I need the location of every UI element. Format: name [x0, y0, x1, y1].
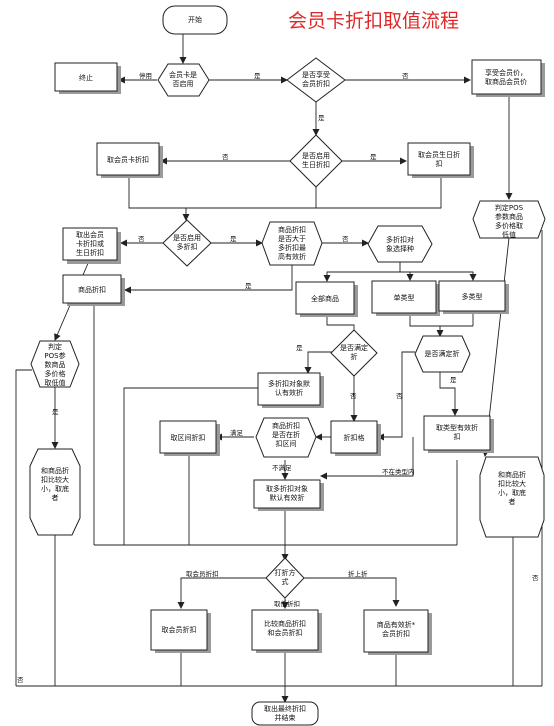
- edge-label-by-multiply: 折上折: [348, 569, 368, 578]
- take-birthday-discount-node: 取会员生日折扣: [407, 142, 474, 178]
- take-category-valid-node: 取类型有效折扣: [423, 415, 494, 453]
- terminate-node: 终止: [54, 62, 121, 94]
- single-category-node: 单类型: [371, 280, 440, 316]
- final-end-node: 取出最终折扣并结束: [251, 701, 319, 726]
- take-range-discount-label: 取区间折扣: [171, 433, 206, 442]
- nodes: 开始 终止 会员卡是否启用 是否享受会员折扣 享受会员价，取商品会员价: [29, 5, 546, 726]
- card-enabled-label: 会员卡是否启用: [169, 70, 197, 88]
- multi-object-default-node: 取多折扣对象默认有效折: [253, 479, 324, 511]
- take-card-discount-label: 取会员卡折扣: [107, 155, 149, 164]
- all-goods-label: 全部商品: [311, 294, 339, 303]
- enjoy-member-discount-decision: 是否享受会员折扣: [286, 57, 346, 103]
- multi-discount-decision: 是否启用多折扣: [162, 219, 212, 267]
- edge-label-enjoy-no: 否: [402, 72, 409, 80]
- take-card-discount-node: 取会员卡折扣: [96, 142, 163, 178]
- take-card-or-birthday-label: 取出会员卡折扣或生日折扣: [76, 230, 104, 257]
- multi-default-valid-node: 多折扣对象默认有效折: [257, 372, 324, 408]
- edge-label-set-a-no: 否: [350, 392, 357, 400]
- take-member-price-node: 享受会员价，取商品会员价: [471, 59, 545, 97]
- discount-method-decision: 打折方式: [265, 557, 305, 599]
- edge-label-goods-yes: 是: [245, 282, 252, 290]
- goods-valid-times-member-label: 商品有效折*会员折扣: [377, 620, 416, 638]
- goods-gt-multi-label: 商品折扣是否大于多折扣最高有效折: [278, 225, 306, 261]
- compare-left-label: 和商品折扣比较大小，取底者: [41, 466, 69, 502]
- edge-label-card-yes: 是: [254, 72, 261, 80]
- multi-object-default-label: 取多折扣对象默认有效折: [266, 484, 308, 502]
- take-goods-discount-label: 商品折扣: [78, 285, 106, 294]
- birthday-discount-decision: 是否启用生日折扣: [289, 134, 343, 188]
- start-node: 开始: [162, 5, 228, 35]
- edge-label-by-member: 取会员折扣: [186, 569, 219, 578]
- birthday-discount-label: 是否启用生日折扣: [302, 151, 330, 169]
- edge-label-satisfied: 满足: [230, 428, 244, 437]
- take-category-valid-label: 取类型有效折扣: [436, 423, 478, 441]
- edge-label-left-no: 否: [17, 676, 24, 684]
- multi-discount-choose-node: 多折扣对象选择种: [367, 225, 433, 263]
- final-end-label: 取出最终折扣并结束: [264, 704, 306, 722]
- diagram-title: 会员卡折扣取值流程: [288, 10, 459, 32]
- enjoy-member-discount-label: 是否享受会员折扣: [302, 70, 330, 88]
- edge-label-right-no: 否: [532, 574, 539, 582]
- goods-valid-times-member-node: 商品有效折*会员折扣: [363, 609, 432, 655]
- compare-right-node: 和商品折扣比较大小，取底者: [479, 456, 545, 538]
- multi-default-valid-label: 多折扣对象默认有效折: [268, 379, 310, 397]
- set-discount-decision-b: 是否满定折: [414, 335, 471, 373]
- in-range-decision: 商品折扣是否在折扣区间: [255, 417, 317, 458]
- edge-label-set-b-yes: 是: [450, 376, 457, 384]
- set-discount-label-a: 是否满定折: [340, 343, 368, 361]
- edge-labels: 停用 是 否 是 否 是 否 是 否 是 是 否 否 是 满足 不满足 不在类型…: [17, 71, 539, 684]
- goods-gt-multi-decision: 商品折扣是否大于多折扣最高有效折: [261, 221, 323, 266]
- terminate-label: 终止: [79, 73, 93, 82]
- edge-label-disabled: 停用: [139, 71, 152, 80]
- edge-label-by-compare: 取低折扣: [274, 599, 300, 608]
- compare-member-node: 比较商品折扣和会员折扣: [251, 609, 322, 653]
- take-member-discount-node: 取会员折扣: [150, 609, 211, 653]
- edge-label-not-satisfied: 不满足: [272, 463, 292, 472]
- all-goods-node: 全部商品: [295, 281, 358, 317]
- discount-method-label: 打折方式: [275, 568, 296, 586]
- in-range-label: 商品折扣是否在折扣区间: [272, 421, 300, 448]
- take-card-or-birthday-node: 取出会员卡折扣或生日折扣: [62, 227, 121, 264]
- take-range-discount-node: 取区间折扣: [159, 420, 220, 456]
- edge-label-birthday-yes: 是: [370, 153, 377, 161]
- edge-label-enjoy-yes: 是: [318, 114, 325, 122]
- take-goods-discount-node: 商品折扣: [62, 274, 125, 306]
- edge-label-birthday-no: 否: [222, 153, 229, 161]
- edge-label-multi-no: 否: [138, 235, 145, 243]
- card-enabled-decision: 会员卡是否启用: [157, 63, 210, 97]
- set-discount-label-b: 是否满定折: [425, 349, 460, 358]
- take-member-price-label: 享受会员价，取商品会员价: [485, 68, 527, 86]
- start-label: 开始: [188, 15, 202, 24]
- multi-discount-label: 是否启用多折扣: [173, 233, 201, 251]
- edge-label-pos-left-yes: 是: [52, 408, 59, 416]
- discount-cell-label: 折扣格: [344, 433, 365, 442]
- compare-right-label: 和商品折扣比较大小，取底者: [498, 470, 526, 506]
- edge-label-multi-yes: 是: [230, 235, 237, 243]
- take-birthday-discount-label: 取会员生日折扣: [418, 150, 460, 168]
- set-discount-decision-a: 是否满定折: [330, 329, 378, 377]
- take-member-discount-label: 取会员折扣: [162, 625, 197, 634]
- edge-label-not-in-category: 不在类型内: [382, 467, 415, 476]
- edge-label-goods-no: 否: [342, 235, 349, 243]
- connectors: [15, 34, 543, 703]
- edge-label-set-b-no: 否: [396, 392, 403, 400]
- multi-discount-choose-label: 多折扣对象选择种: [386, 235, 414, 253]
- multi-category-node: 多类型: [438, 280, 509, 314]
- edge-label-set-a-yes: 是: [296, 344, 303, 352]
- multi-category-label: 多类型: [462, 292, 483, 301]
- compare-left-node: 和商品折扣比较大小，取底者: [29, 448, 81, 536]
- single-category-label: 单类型: [394, 293, 415, 302]
- discount-cell-node: 折扣格: [330, 420, 381, 456]
- compare-member-label: 比较商品折扣和会员折扣: [264, 619, 306, 637]
